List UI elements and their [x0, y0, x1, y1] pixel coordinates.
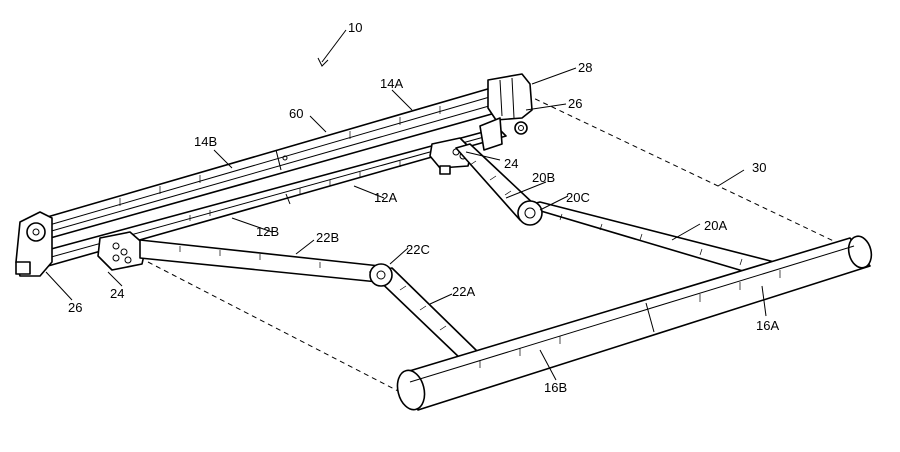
label-assembly: 10 [348, 20, 362, 35]
right-end-cap [479, 73, 533, 151]
label-dashed-boundary: 30 [752, 160, 766, 175]
label-bracket-right: 24 [504, 156, 518, 171]
label-front-bar-right: 16A [756, 318, 779, 333]
left-arm [139, 239, 479, 361]
front-bar [396, 235, 873, 411]
leader-lines [45, 29, 767, 381]
label-roller-back: 14B [194, 134, 217, 149]
label-bracket-left: 24 [110, 286, 124, 301]
reference-labels: 10 28 26 24 14A 60 14B 12A 12B 30 20B 20… [68, 20, 779, 395]
label-arm-left-lower: 22A [452, 284, 475, 299]
label-end-cap-left: 26 [68, 300, 82, 315]
dashed-boundary [147, 94, 843, 393]
label-canopy: 60 [289, 106, 303, 121]
left-bracket [97, 231, 147, 271]
label-rail-back: 12B [256, 224, 279, 239]
label-joint-top: 28 [578, 60, 592, 75]
roller-tube [29, 85, 507, 243]
label-end-cap-right: 26 [568, 96, 582, 111]
right-arm [455, 143, 791, 283]
label-arm-left-upper: 22B [316, 230, 339, 245]
label-arm-left-elbow: 22C [406, 242, 430, 257]
label-rail-front: 12A [374, 190, 397, 205]
label-arm-right-upper: 20B [532, 170, 555, 185]
label-arm-right-lower: 20A [704, 218, 727, 233]
left-end-cap [15, 211, 53, 277]
label-front-bar-left: 16B [544, 380, 567, 395]
label-roller-front: 14A [380, 76, 403, 91]
right-bracket [429, 137, 473, 175]
label-arm-right-elbow: 20C [566, 190, 590, 205]
